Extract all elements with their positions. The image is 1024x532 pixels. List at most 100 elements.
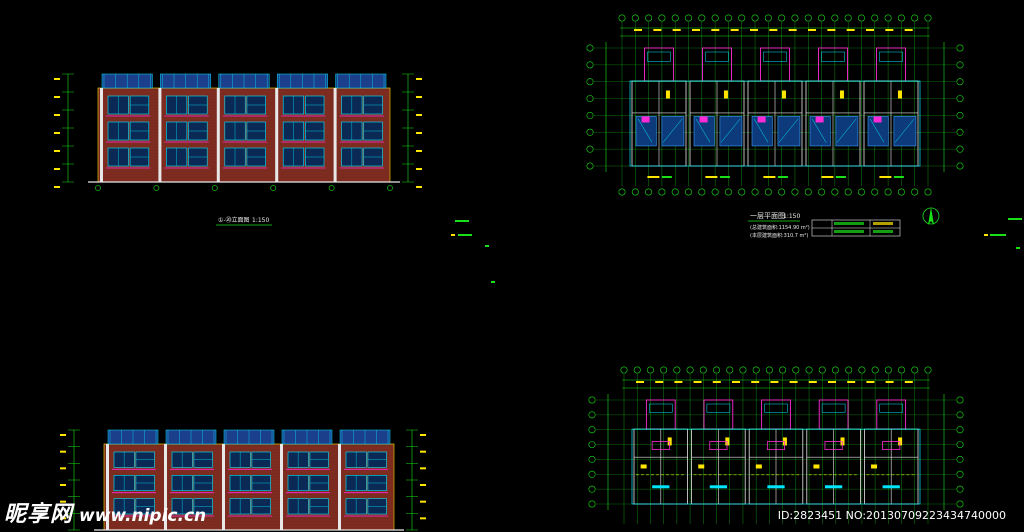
axis-bubble — [831, 14, 839, 22]
row-bubble — [956, 396, 964, 404]
axis-bubble — [631, 188, 639, 196]
axis-bubble — [845, 366, 853, 374]
axis-bubble — [645, 14, 653, 22]
axis-bubble — [673, 366, 681, 374]
floor-area-note: (本层建筑面积:310.7 m²) — [750, 232, 808, 239]
axis-bubble — [711, 188, 719, 196]
row-bubble — [956, 470, 964, 478]
row-bubble — [588, 500, 596, 508]
stair-core — [760, 47, 790, 82]
area-table — [811, 219, 901, 237]
axis-bubble — [844, 14, 852, 22]
axis-bubble — [671, 14, 679, 22]
axis-bubble — [831, 366, 839, 374]
stair-core — [645, 399, 676, 430]
axis-bubble — [911, 14, 919, 22]
axis-bubble — [685, 14, 693, 22]
elevation-scale: 1:150 — [252, 217, 269, 224]
axis-bubble — [924, 366, 932, 374]
axis-bubble — [752, 366, 760, 374]
axis-bubble — [646, 366, 654, 374]
total-area-note: (总建筑面积:1154.90 m²) — [750, 224, 810, 231]
axis-bubble — [765, 366, 773, 374]
axis-bubble — [818, 188, 826, 196]
row-bubble — [586, 78, 594, 86]
row-bubble — [956, 426, 964, 434]
row-bubble — [956, 411, 964, 419]
axis-bubble — [685, 188, 693, 196]
row-bubble — [586, 128, 594, 136]
row-bubble — [588, 455, 596, 463]
axis-bubble — [764, 188, 772, 196]
axis-bubble — [751, 14, 759, 22]
stair-core — [876, 399, 907, 430]
row-bubble — [586, 111, 594, 119]
axis-bubble — [658, 14, 666, 22]
row-bubble — [956, 95, 964, 103]
axis-bubble — [924, 14, 932, 22]
axis-bubble — [620, 366, 628, 374]
stair-core — [702, 47, 732, 82]
row-bubble — [586, 95, 594, 103]
row-bubble — [588, 470, 596, 478]
axis-bubble — [724, 14, 732, 22]
row-bubble — [586, 145, 594, 153]
axis-bubble — [871, 188, 879, 196]
axis-bubble — [884, 188, 892, 196]
elevation-drawing-bottom — [60, 429, 426, 531]
north-arrow-icon — [922, 207, 940, 225]
axis-bubble — [778, 14, 786, 22]
axis-bubble — [739, 366, 747, 374]
axis-bubble — [911, 188, 919, 196]
axis-bubble — [713, 366, 721, 374]
row-bubble — [588, 441, 596, 449]
axis-bubble — [871, 14, 879, 22]
row-bubble — [586, 61, 594, 69]
axis-bubble — [764, 14, 772, 22]
axis-bubble — [857, 188, 865, 196]
axis-bubble — [858, 366, 866, 374]
watermark: 昵享网 www.nipic.cn — [4, 496, 206, 528]
axis-bubble — [804, 14, 812, 22]
axis-bubble — [738, 188, 746, 196]
axis-bubble — [791, 14, 799, 22]
axis-bubble — [699, 366, 707, 374]
axis-bubble — [631, 14, 639, 22]
row-bubble — [956, 485, 964, 493]
elevation-drawing-top — [54, 73, 422, 191]
axis-bubble — [645, 188, 653, 196]
axis-bubble — [686, 366, 694, 374]
axis-bubble — [792, 366, 800, 374]
axis-bubble — [831, 188, 839, 196]
floor-plan-top — [586, 14, 964, 196]
plan-scale: 1:150 — [783, 213, 800, 220]
axis-bubble — [805, 366, 813, 374]
axis-bubble — [818, 14, 826, 22]
stair-core — [703, 399, 734, 430]
axis-bubble — [633, 366, 641, 374]
elevation-title: ①-⑳立面图 — [218, 216, 250, 224]
axis-bubble — [738, 14, 746, 22]
row-bubble — [956, 61, 964, 69]
row-bubble — [956, 441, 964, 449]
axis-bubble — [698, 188, 706, 196]
row-bubble — [956, 111, 964, 119]
axis-bubble — [871, 366, 879, 374]
axis-bubble — [897, 188, 905, 196]
axis-bubble — [804, 188, 812, 196]
axis-bubble — [658, 188, 666, 196]
axis-bubble — [791, 188, 799, 196]
row-bubble — [588, 426, 596, 434]
axis-bubble — [924, 188, 932, 196]
floor-plan-bottom — [588, 366, 964, 524]
stair-core — [644, 47, 674, 82]
axis-bubble — [857, 14, 865, 22]
axis-bubble — [618, 14, 626, 22]
row-bubble — [956, 455, 964, 463]
plan-title: 一层平面图 — [750, 212, 785, 220]
row-bubble — [956, 128, 964, 136]
axis-bubble — [660, 366, 668, 374]
row-bubble — [956, 500, 964, 508]
stair-core — [818, 47, 848, 82]
row-bubble — [588, 485, 596, 493]
